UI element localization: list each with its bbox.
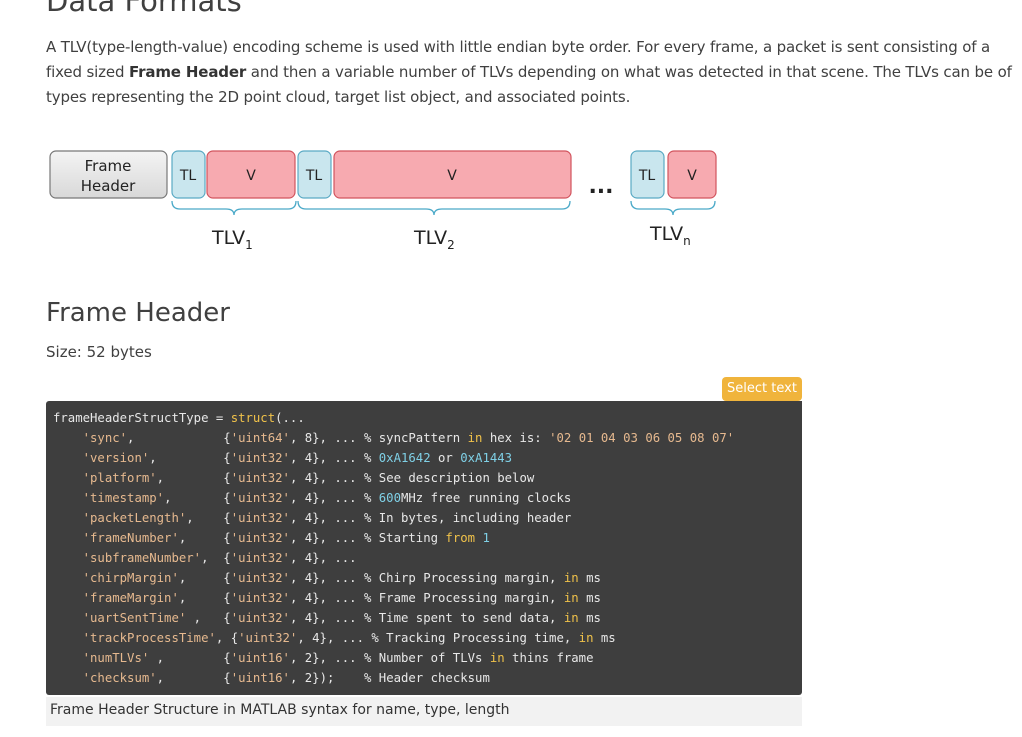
frame-header-block (49, 150, 168, 199)
tlvn-brace (630, 200, 716, 216)
code-row-numTLVs: 'numTLVs' , {'uint16', 2}, ... % Number … (82, 651, 594, 665)
tlv1-v-label: V (246, 168, 256, 184)
tlv2-tl-block (297, 150, 332, 199)
tlv1-tl-block (171, 150, 206, 199)
intro-bold-frame-header: Frame Header (128, 63, 247, 81)
diagram-ellipsis: ... (588, 174, 613, 199)
code-row-frameMargin: 'frameMargin', {'uint32', 4}, ... % Fram… (82, 591, 601, 605)
tlv2-tl-label: TL (305, 168, 323, 184)
tlv2-v-label: V (447, 168, 457, 184)
tlv2-brace (297, 200, 571, 216)
select-text-button[interactable]: Select text (722, 377, 802, 401)
intro-text-2: and then a variable number of TLVs depen… (46, 63, 1012, 106)
code-row-platform: 'platform', {'uint32', 4}, ... % See des… (82, 471, 535, 485)
tlv1-v-block (206, 150, 296, 199)
tlv2-v-block (333, 150, 572, 199)
tlv2-caption: TLV2 (413, 227, 455, 252)
code-row-subframeNumber: 'subframeNumber', {'uint32', 4}, ... (82, 551, 357, 565)
frame-header-label-line1: Frame (85, 157, 132, 175)
tlvn-v-label: V (687, 168, 697, 184)
tlv-packet-diagram: Frame Header TL V TL V ... TL V TLV1 TLV… (49, 150, 717, 252)
tlvn-v-block (667, 150, 717, 199)
intro-text-1: A TLV(type-length-value) encoding scheme… (46, 38, 991, 81)
code-block[interactable]: frameHeaderStructType = struct(... 'sync… (46, 401, 802, 695)
code-caption: Frame Header Structure in MATLAB syntax … (46, 697, 802, 726)
code-row-frameNumber: 'frameNumber', {'uint32', 4}, ... % Star… (82, 531, 490, 545)
code-row-sync: 'sync', {'uint64', 8}, ... % syncPattern… (82, 431, 735, 445)
code-row-timestamp: 'timestamp', {'uint32', 4}, ... % 600MHz… (82, 491, 572, 505)
frame-header-size: Size: 52 bytes (46, 343, 152, 361)
code-row-version: 'version', {'uint32', 4}, ... % 0xA1642 … (82, 451, 513, 465)
code-text[interactable]: frameHeaderStructType = struct(... 'sync… (46, 401, 802, 688)
code-header-line: frameHeaderStructType = struct(... (53, 411, 305, 425)
tlvn-tl-label: TL (638, 168, 656, 184)
tlv1-tl-label: TL (179, 168, 197, 184)
code-row-uartSentTime: 'uartSentTime' , {'uint32', 4}, ... % Ti… (82, 611, 601, 625)
code-row-packetLength: 'packetLength', {'uint32', 4}, ... % In … (82, 511, 572, 525)
code-row-trackProcessTime: 'trackProcessTime', {'uint32', 4}, ... %… (82, 631, 616, 645)
intro-paragraph: A TLV(type-length-value) encoding scheme… (46, 35, 1018, 110)
code-row-checksum: 'checksum', {'uint16', 2}); % Header che… (82, 671, 490, 685)
frame-header-label-line2: Header (81, 177, 136, 195)
tlv1-brace (171, 200, 297, 216)
frame-header-heading: Frame Header (46, 298, 230, 328)
code-row-chirpMargin: 'chirpMargin', {'uint32', 4}, ... % Chir… (82, 571, 601, 585)
section-title: Data Formats (46, 0, 242, 18)
tlvn-tl-block (630, 150, 665, 199)
tlvn-caption: TLVn (649, 223, 691, 248)
tlv1-caption: TLV1 (211, 227, 253, 252)
